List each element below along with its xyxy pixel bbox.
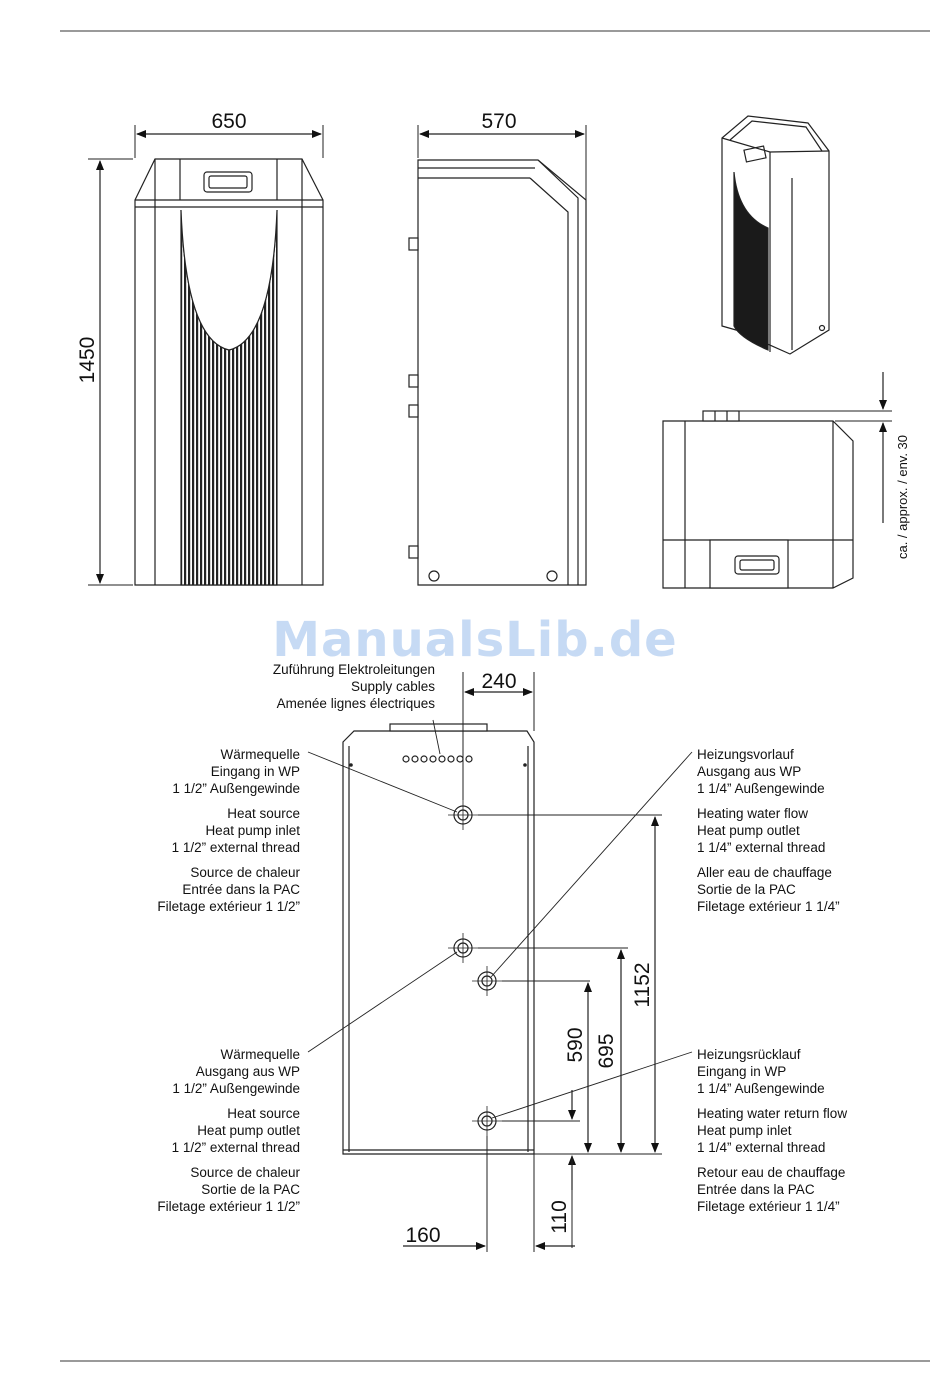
side-view [408,125,587,586]
label-heat-source-inlet: Wärmequelle Eingang in WP 1 1/2” Außenge… [157,747,300,914]
clearance-note: ca. / approx. / env. 30 [895,435,910,559]
watermark: ManualsLib.de [272,612,678,668]
front-view [88,125,324,586]
label-supply-cables: Zuführung Elektroleitungen Supply cables… [272,662,435,711]
top-rule [60,30,930,32]
label-heat-source-outlet: Wärmequelle Ausgang aus WP 1 1/2” Außeng… [157,1047,300,1214]
rear-view [307,672,693,1252]
dim-1450: 1450 [76,337,99,384]
bottom-rule [60,1360,930,1362]
dim-240: 240 [481,670,516,693]
dim-650: 650 [211,110,246,133]
dim-695: 695 [595,1033,618,1068]
dim-160: 160 [405,1224,440,1247]
isometric-view [721,115,830,355]
label-heating-flow: Heizungsvorlauf Ausgang aus WP 1 1/4” Au… [697,747,840,914]
top-view [662,372,892,589]
dim-570: 570 [481,110,516,133]
dim-1152: 1152 [631,962,654,1007]
dim-110: 110 [548,1200,571,1233]
label-heating-return: Heizungsrücklauf Eingang in WP 1 1/4” Au… [697,1047,848,1214]
dim-590: 590 [564,1027,587,1062]
